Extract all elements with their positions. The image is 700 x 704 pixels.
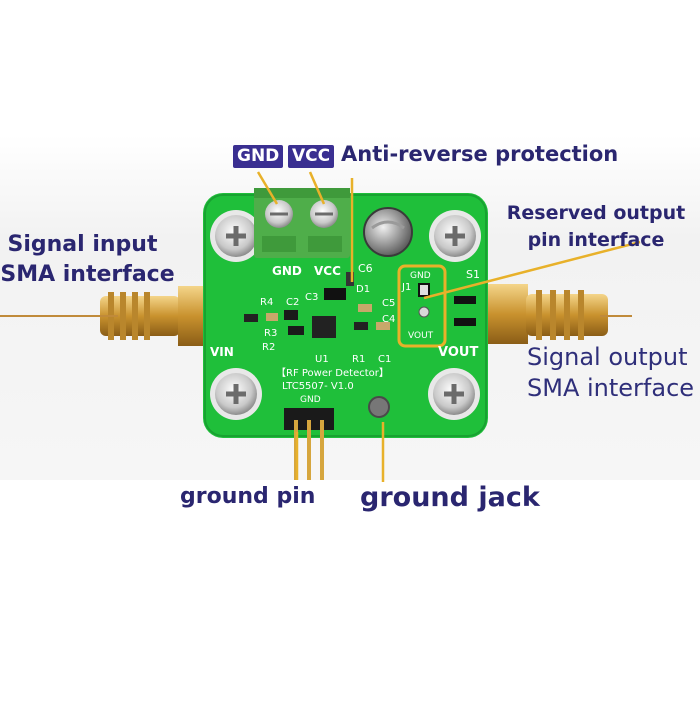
silkscreen-text: GND VCC C6 D1 J1 GND VOUT S1 VOUT VIN R4…: [210, 262, 480, 405]
silk-vout: VOUT: [438, 345, 478, 360]
silk-c2: C2: [286, 297, 299, 308]
silk-vin: VIN: [210, 345, 234, 359]
silk-c6: C6: [358, 262, 373, 275]
ground-pin-label: ground pin: [180, 484, 316, 509]
silk-gnd: GND: [272, 264, 302, 278]
silk-j1: J1: [401, 282, 411, 293]
signal-output-label-line2: SMA interface: [527, 374, 695, 402]
vcc-tag: VCC: [288, 145, 335, 168]
silk-c5: C5: [382, 298, 395, 309]
silk-r1: R1: [352, 354, 365, 365]
j1-highlight-box: [397, 264, 447, 348]
reserved-output-label-line1: Reserved output: [506, 202, 686, 224]
silk-u1: U1: [315, 354, 329, 365]
silk-c1: C1: [378, 354, 391, 365]
silk-r2: R2: [262, 342, 275, 353]
silk-gnd-header: GND: [300, 395, 321, 405]
silk-r3: R3: [264, 328, 277, 339]
signal-output-label-line1: Signal output: [527, 343, 688, 371]
silk-d1: D1: [356, 284, 370, 295]
reserved-output-label-line2: pin interface: [527, 229, 665, 251]
silk-c3: C3: [305, 292, 318, 303]
mounting-screw: [428, 368, 480, 420]
ground-jack-hole: [368, 396, 390, 418]
silk-s1: S1: [466, 268, 480, 281]
silk-model: LTC5507- V1.0: [282, 381, 354, 392]
leader-lines: [256, 171, 641, 482]
mounting-screw: [210, 210, 262, 262]
anti-reverse-label: Anti-reverse protection: [341, 142, 619, 166]
signal-input-label-line2: SMA interface: [0, 262, 175, 287]
silk-vcc: VCC: [314, 264, 341, 278]
screw-terminal-block: [254, 188, 350, 258]
mounting-screw: [210, 368, 262, 420]
ground-jack-label: ground jack: [360, 482, 540, 513]
smd-components: [244, 272, 476, 338]
mounting-screw: [429, 210, 481, 262]
silk-r4: R4: [260, 297, 273, 308]
silk-vout-j1: VOUT: [408, 331, 434, 341]
signal-input-label-line1: Signal input: [7, 232, 158, 257]
gnd-tag: GND: [233, 145, 284, 168]
electrolytic-capacitor: [363, 207, 413, 257]
sma-output-connector: [484, 284, 632, 344]
silk-gnd-j1: GND: [410, 271, 431, 281]
silk-c4: C4: [382, 314, 395, 325]
silk-title: 【RF Power Detector】: [276, 367, 389, 379]
